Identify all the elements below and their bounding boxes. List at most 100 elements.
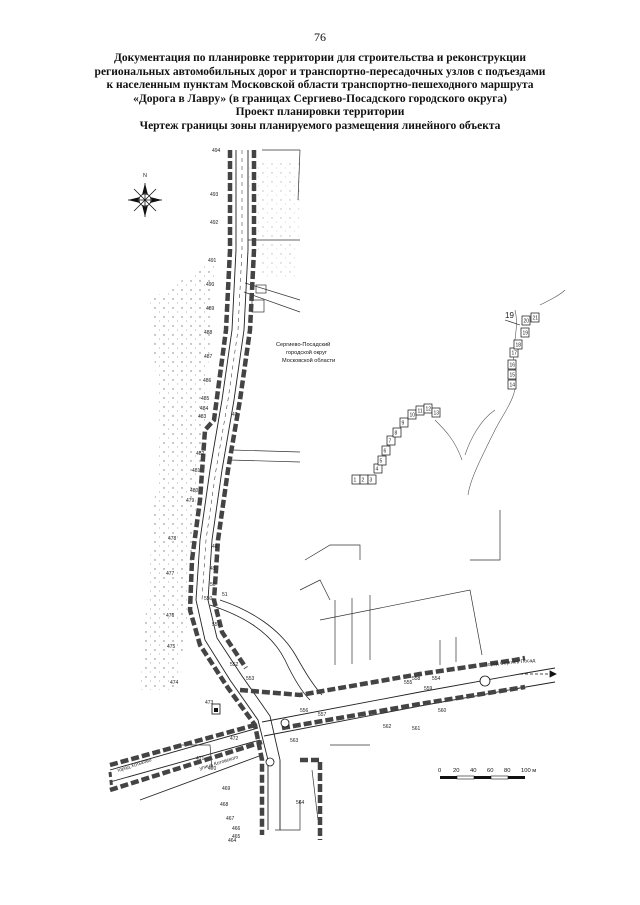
area-label-line: городской округ — [286, 349, 327, 356]
boundary-point-label: 551 — [212, 622, 221, 628]
boundary-point-label: 51 — [222, 592, 228, 598]
boundary-point-label: 554 — [432, 676, 441, 682]
header-line: «Дорога в Лавру» (в границах Сергиево-По… — [133, 92, 507, 105]
boundary-point-label: 473 — [205, 700, 214, 706]
main-road — [195, 150, 281, 830]
inset-point-label: 21 — [533, 316, 539, 322]
building-icon — [211, 703, 221, 715]
compass-north-label: N — [143, 173, 147, 179]
inset-point-label: 3 — [370, 478, 373, 484]
inset-point-box — [520, 327, 530, 338]
inset-point-box — [513, 339, 523, 350]
inset-point-label: 2 — [362, 478, 365, 484]
boundary-point-label: 560 — [438, 708, 447, 714]
inset-point-label: 20 — [524, 319, 530, 325]
boundary-point-label: 50 — [210, 582, 216, 588]
boundary-point-label: 464 — [228, 838, 237, 844]
scale-bar-label: 80 — [504, 768, 510, 774]
direction-arrow-icon — [520, 670, 557, 678]
street-network — [175, 149, 501, 831]
inset-point-label: 14 — [510, 383, 516, 389]
header-line: Чертеж границы зоны планируемого размеще… — [139, 119, 501, 132]
scale-bar-label: 20 — [453, 768, 459, 774]
boundary-point-label: 485 — [201, 396, 210, 402]
boundary-point-label: 553 — [246, 676, 255, 682]
inset-point-label: 19 — [523, 331, 529, 337]
boundary-point-label: 552 — [230, 662, 239, 668]
inset-point-box — [392, 427, 402, 438]
inset-point-box — [507, 379, 517, 390]
boundary-point-label: 474 — [170, 680, 179, 686]
inset-point-label: 6 — [384, 449, 387, 455]
inset-callout-leader — [504, 319, 521, 326]
inset-point-box — [367, 474, 377, 485]
boundary-point-label: 465 — [232, 834, 241, 840]
inset-point-label: 7 — [389, 439, 392, 445]
inset-point-label: 10 — [410, 413, 416, 419]
header-line: Документация по планировке территории дл… — [114, 52, 526, 64]
boundary-point-label: 469 — [222, 786, 231, 792]
boundary-point-label: 482 — [196, 451, 205, 457]
inset-point-box — [377, 455, 387, 466]
access-road — [209, 599, 323, 701]
scale-bar-label: 60 — [487, 768, 493, 774]
inset-point-label: 9 — [402, 421, 405, 427]
zone-boundary-small — [108, 771, 114, 791]
compass-rose-icon: N — [128, 173, 162, 217]
boundary-point-label: 468 — [220, 802, 229, 808]
boundary-point-label: 471 — [196, 756, 205, 762]
header-line: Проект планировки территории — [235, 106, 405, 118]
inset-callout-label: 19 — [505, 311, 514, 320]
inset-point-label: 15 — [510, 373, 516, 379]
boundary-point-label: 476 — [166, 613, 175, 619]
boundary-point-label: 48 — [212, 544, 218, 550]
traffic-signal-icon — [265, 675, 491, 767]
inset-point-box — [386, 435, 396, 446]
boundary-point-label: 487 — [204, 354, 213, 360]
document-header: Документация по планировке территории дл… — [40, 52, 600, 133]
boundary-point-label: 564 — [296, 800, 305, 806]
boundary-point-label: 555 — [404, 680, 413, 686]
inset-point-box — [521, 315, 531, 326]
inset-point-label: 16 — [510, 363, 516, 369]
boundary-point-label: 494 — [212, 148, 221, 154]
boundary-point-label: 47 — [232, 412, 238, 418]
boundary-point-label: 480 — [190, 488, 199, 494]
boundary-point-label: 478 — [168, 536, 177, 542]
boundary-point-label: 472 — [230, 736, 239, 742]
boundary-point-label: 477 — [166, 571, 175, 577]
inset-point-label: 1 — [354, 478, 357, 484]
inset-point-box — [530, 312, 540, 323]
street-label-sergiev-posad: город Сергиев Посад — [486, 658, 536, 668]
inset-point-label: 18 — [516, 343, 522, 349]
boundary-point-label: 563 — [290, 738, 299, 744]
page-number: 76 — [314, 30, 326, 44]
inset-point-box — [399, 417, 409, 428]
inset-point-label: 5 — [380, 459, 383, 465]
inset-point-box — [507, 369, 517, 380]
area-label: Сергиево-Посадский городской округ Моско… — [276, 341, 335, 364]
boundary-point-label: 470 — [208, 766, 217, 772]
inset-point-label: 12 — [426, 407, 432, 413]
inset-point-label: 17 — [512, 351, 518, 357]
boundary-point-label: 49 — [210, 566, 216, 572]
boundary-point-label: 556 — [300, 708, 309, 714]
boundary-point-label: 481 — [192, 468, 201, 474]
boundary-point-label: 486 — [203, 378, 212, 384]
boundary-point-label: 550 — [204, 596, 213, 602]
scale-bar-label: 0 — [438, 768, 441, 774]
header-line: региональных автомобильных дорог и транс… — [94, 65, 546, 78]
boundary-point-label: 491 — [208, 258, 217, 264]
area-label-line: Сергиево-Посадский — [276, 341, 330, 348]
boundary-point-label: 479 — [186, 498, 195, 504]
vegetation-area — [245, 160, 300, 280]
boundary-point-label: 558 — [412, 676, 421, 682]
inset-point-label: 11 — [418, 409, 423, 415]
boundary-point-label: 557 — [318, 712, 327, 718]
boundary-labels-left: 4944934924914904894884874864854844834824… — [166, 148, 241, 844]
inset-point-label: 8 — [395, 431, 398, 437]
boundary-point-label: 467 — [226, 816, 235, 822]
